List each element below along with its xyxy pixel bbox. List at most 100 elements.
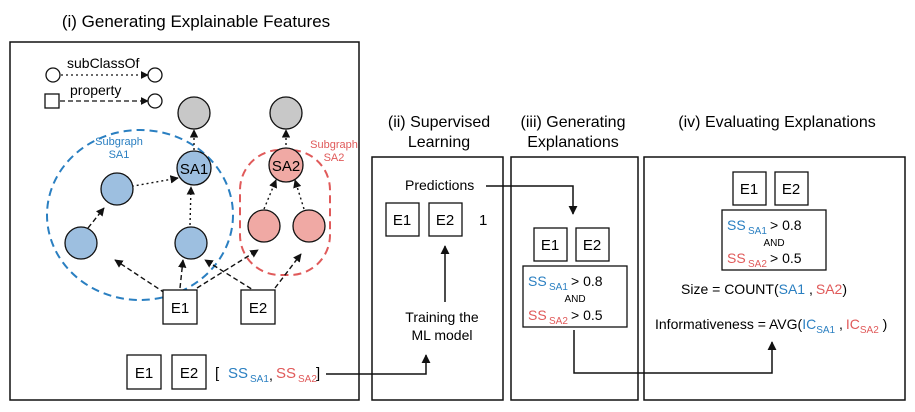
legend-entity-square-icon	[44, 93, 60, 109]
informativeness-formula: Informativeness = AVG(ICSA1 ,ICSA2 )	[655, 316, 887, 336]
edge-e2-to-b3	[204, 259, 259, 294]
pred-e2-label: E2	[436, 212, 454, 229]
vector-ss1: SS	[228, 365, 248, 382]
vector-to-model-arrow	[326, 354, 431, 375]
node-sa1	[176, 150, 212, 186]
expl-e1-box	[533, 227, 568, 262]
panel-iv-frame	[643, 156, 906, 401]
panel-ii-frame	[371, 156, 504, 401]
predictions-label: Predictions	[405, 177, 474, 193]
node-red-r2	[292, 209, 326, 243]
pred-e2-box	[428, 202, 463, 237]
info-ic1: IC	[802, 316, 816, 332]
node-top-class-1	[177, 96, 211, 130]
expl-e2-label: E2	[583, 237, 601, 254]
legend-target-circle-icon-2	[147, 93, 163, 109]
entity-e2-box	[240, 289, 276, 325]
expl-ss1-sub: SA1	[549, 282, 568, 293]
node-top-class-2	[269, 96, 303, 130]
node-red-r1	[247, 209, 281, 243]
edge-e1-to-r1	[196, 249, 259, 289]
edge-r1-to-sa2	[263, 179, 277, 210]
edge-b2-to-b1	[87, 207, 105, 229]
expl-e2-box	[575, 227, 610, 262]
eval-ss2-sub: SA2	[748, 259, 767, 270]
expl-rule-box	[522, 265, 628, 328]
pred-value: 1	[479, 212, 487, 229]
subgraph-sa1-label-line2: SA1	[109, 149, 130, 161]
panel-i-title: (i) Generating Explainable Features	[62, 12, 330, 31]
vector-ss2-sub: SA2	[298, 374, 317, 385]
edge-e1-to-b2	[114, 259, 166, 294]
size-prefix: Size = COUNT(	[681, 281, 779, 297]
panel-i-frame	[9, 41, 360, 401]
edge-r2-to-sa2	[293, 179, 305, 210]
legend-class-circle-icon	[45, 67, 61, 83]
legend-subclass-label: subClassOf	[67, 55, 139, 71]
panel-iii-title-line1: (iii) Generating	[521, 114, 626, 131]
subgraph-sa2-label-line1: Subgraph	[310, 139, 358, 151]
size-sep: ,	[805, 281, 813, 297]
info-close: )	[879, 316, 888, 332]
size-sa1: SA1	[779, 281, 806, 297]
eval-cond2: > 0.5	[770, 250, 802, 266]
eval-e2-box	[774, 171, 809, 206]
size-formula: Size = COUNT(SA1 ,SA2)	[681, 281, 847, 297]
expl-ss2: SS	[528, 307, 547, 323]
expl-e1-label: E1	[541, 237, 559, 254]
node-blue-b2	[64, 226, 98, 260]
panel-ii-title-line1: (ii) Supervised	[388, 114, 490, 131]
training-label-line2: ML model	[412, 327, 473, 343]
vector-e2-label: E2	[180, 365, 198, 382]
vector-ss1-sub: SA1	[250, 374, 269, 385]
entity-e2-label: E2	[249, 300, 267, 317]
pred-e1-label: E1	[393, 212, 411, 229]
vector-close-bracket: ]	[316, 365, 320, 382]
eval-e2-label: E2	[782, 181, 800, 198]
panel-iv-title: (iv) Evaluating Explanations	[678, 114, 875, 131]
expl-cond2: > 0.5	[571, 307, 603, 323]
expl-ss1: SS	[528, 273, 547, 289]
vector-e1-box	[126, 354, 162, 390]
size-sa2: SA2	[816, 281, 843, 297]
size-close: )	[842, 281, 847, 297]
info-ic2-sub: SA2	[860, 325, 879, 336]
vector-comma: ,	[269, 367, 273, 383]
info-sep: ,	[835, 316, 843, 332]
training-label-line1: Training the	[405, 309, 479, 325]
eval-ss1: SS	[727, 217, 746, 233]
eval-rule-box	[721, 209, 827, 271]
legend-target-circle-icon	[147, 67, 163, 83]
node-blue-b3	[174, 226, 208, 260]
expl-cond1: > 0.8	[571, 273, 603, 289]
eval-e1-label: E1	[740, 181, 758, 198]
edge-e2-to-r2	[274, 253, 302, 289]
subgraph-sa2-label-line2: SA2	[324, 152, 345, 164]
node-sa2-label: SA2	[272, 158, 300, 175]
expl-ss2-sub: SA2	[549, 316, 568, 327]
eval-e1-box	[732, 171, 767, 206]
info-prefix: Informativeness = AVG(	[655, 316, 803, 332]
panel-ii-title-line2: Learning	[408, 134, 470, 151]
eval-ss2: SS	[727, 250, 746, 266]
vector-ss2: SS	[276, 365, 296, 382]
subgraph-sa1-outline	[46, 129, 234, 301]
edge-e1-to-b3	[178, 259, 187, 289]
panel-iii-title-line2: Explanations	[527, 134, 619, 151]
vector-e1-label: E1	[135, 365, 153, 382]
info-ic1-sub: SA1	[816, 325, 835, 336]
node-blue-b1	[100, 172, 134, 206]
vector-open-bracket: [	[215, 365, 220, 382]
info-ic2: IC	[846, 316, 860, 332]
eval-cond1: > 0.8	[770, 217, 802, 233]
entity-e1-box	[162, 289, 198, 325]
predictions-arrow	[486, 185, 578, 215]
node-sa1-label: SA1	[180, 161, 208, 178]
edge-b3-to-sa1	[186, 186, 195, 226]
explanation-to-eval-arrow	[573, 330, 777, 374]
eval-ss1-sub: SA1	[748, 226, 767, 237]
eval-and: AND	[763, 238, 784, 249]
node-sa2	[268, 147, 304, 183]
subgraph-sa1-label-line1: Subgraph	[95, 136, 143, 148]
panel-iii-frame	[510, 156, 639, 401]
